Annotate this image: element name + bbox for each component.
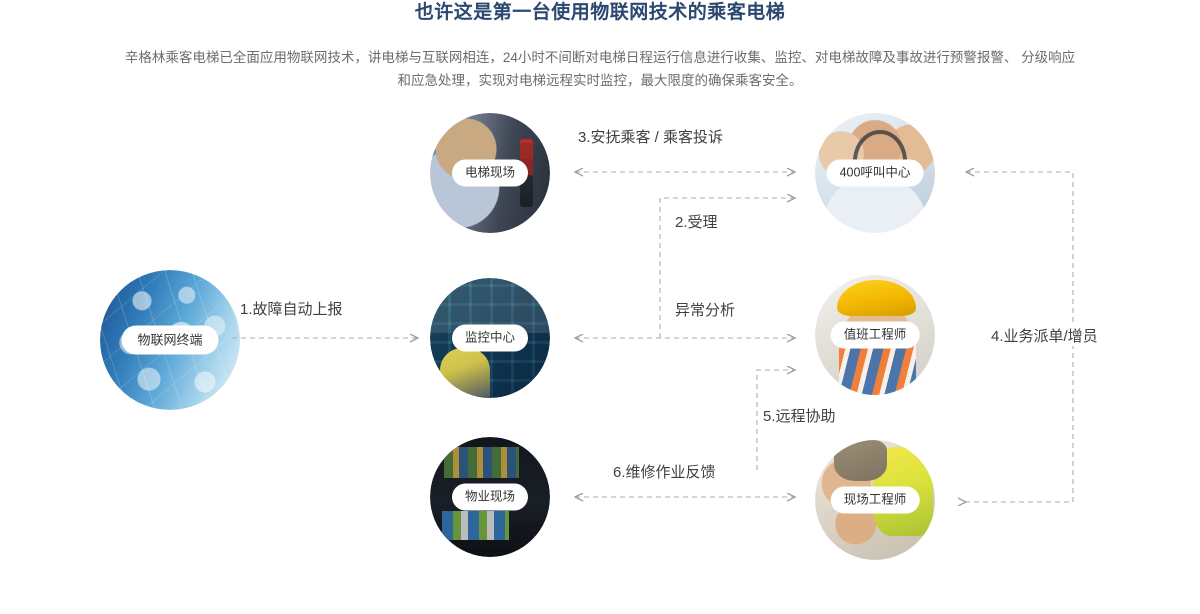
connector-label-analysis: 异常分析 (675, 302, 736, 319)
node-label-elevator-site: 电梯现场 (451, 159, 529, 187)
node-call-center[interactable]: 400呼叫中心 (815, 113, 935, 233)
subtitle-line-1: 辛格林乘客电梯已全面应用物联网技术，讲电梯与互联网相连，24小时不间断对电梯日程… (124, 50, 1018, 65)
connector-label-step-4: 4.业务派单/增员 (988, 325, 1101, 346)
node-label-monitoring-center: 监控中心 (451, 324, 529, 352)
node-field-engineer[interactable]: 现场工程师 (815, 440, 935, 560)
node-property-site[interactable]: 物业现场 (430, 437, 550, 557)
connector-label-step-5: 5.远程协助 (763, 408, 836, 425)
node-label-field-engineer: 现场工程师 (830, 486, 920, 514)
node-duty-engineer[interactable]: 值班工程师 (815, 275, 935, 395)
page-title: 也许这是第一台使用物联网技术的乘客电梯 (414, 2, 786, 23)
node-monitoring-center[interactable]: 监控中心 (430, 278, 550, 398)
node-label-call-center: 400呼叫中心 (826, 159, 924, 187)
page-subtitle: 辛格林乘客电梯已全面应用物联网技术，讲电梯与互联网相连，24小时不间断对电梯日程… (120, 46, 1080, 92)
node-iot-terminal[interactable]: 物联网终端 (100, 270, 240, 410)
node-label-iot-terminal: 物联网终端 (121, 325, 219, 355)
node-label-property-site: 物业现场 (451, 483, 529, 511)
connector-label-step-1: 1.故障自动上报 (240, 301, 343, 318)
connector-label-step-3: 3.安抚乘客 / 乘客投诉 (578, 129, 724, 146)
connector-label-step-6: 6.维修作业反馈 (613, 464, 716, 481)
subtitle-line-2: 分级响应和应急处理，实现对电梯远程实时监控，最大限度的确保乘客安全。 (397, 50, 1076, 88)
node-label-duty-engineer: 值班工程师 (830, 321, 920, 349)
node-elevator-site[interactable]: 电梯现场 (430, 113, 550, 233)
connector-label-step-2: 2.受理 (675, 214, 718, 231)
